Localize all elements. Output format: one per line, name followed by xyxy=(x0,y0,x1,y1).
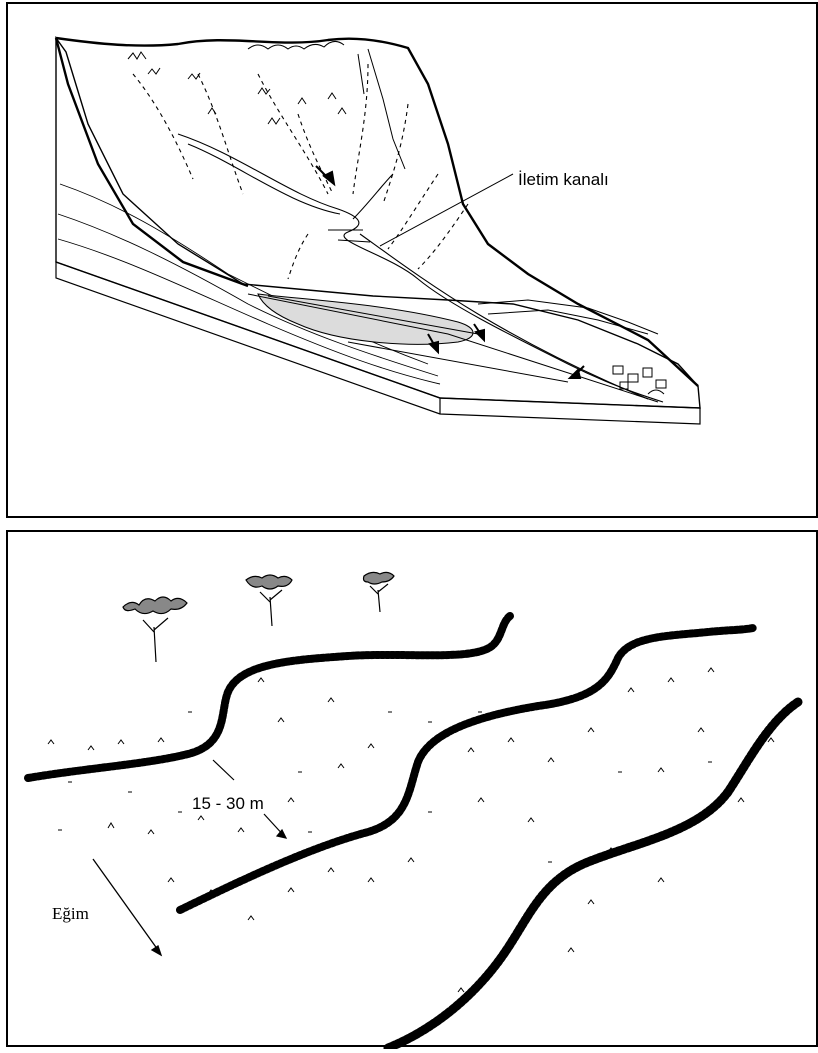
tree-3 xyxy=(364,572,395,612)
tree-2 xyxy=(246,575,292,626)
block-outline xyxy=(56,38,700,424)
slope-arrow xyxy=(93,859,161,955)
spacing-label: 15 - 30 m xyxy=(192,794,264,813)
stone-line-2 xyxy=(180,628,753,910)
stone-lines-diagram: 15 - 30 m Eğim xyxy=(8,532,818,1049)
channel-leader-line xyxy=(380,174,513,246)
hillside-block-diagram: İletim kanalı xyxy=(8,4,818,520)
stone-line-1 xyxy=(28,616,510,778)
slope-label: Eğim xyxy=(52,904,89,923)
top-diagram-panel: İletim kanalı xyxy=(6,2,818,518)
channel-label: İletim kanalı xyxy=(518,170,609,189)
flow-arrows xyxy=(316,166,584,378)
stone-line-3 xyxy=(388,702,798,1048)
tree-1 xyxy=(123,597,187,662)
bottom-diagram-panel: 15 - 30 m Eğim xyxy=(6,530,818,1047)
slope-vegetation xyxy=(128,41,405,169)
stone-lines xyxy=(28,616,798,1048)
deposition-zone xyxy=(248,294,658,402)
